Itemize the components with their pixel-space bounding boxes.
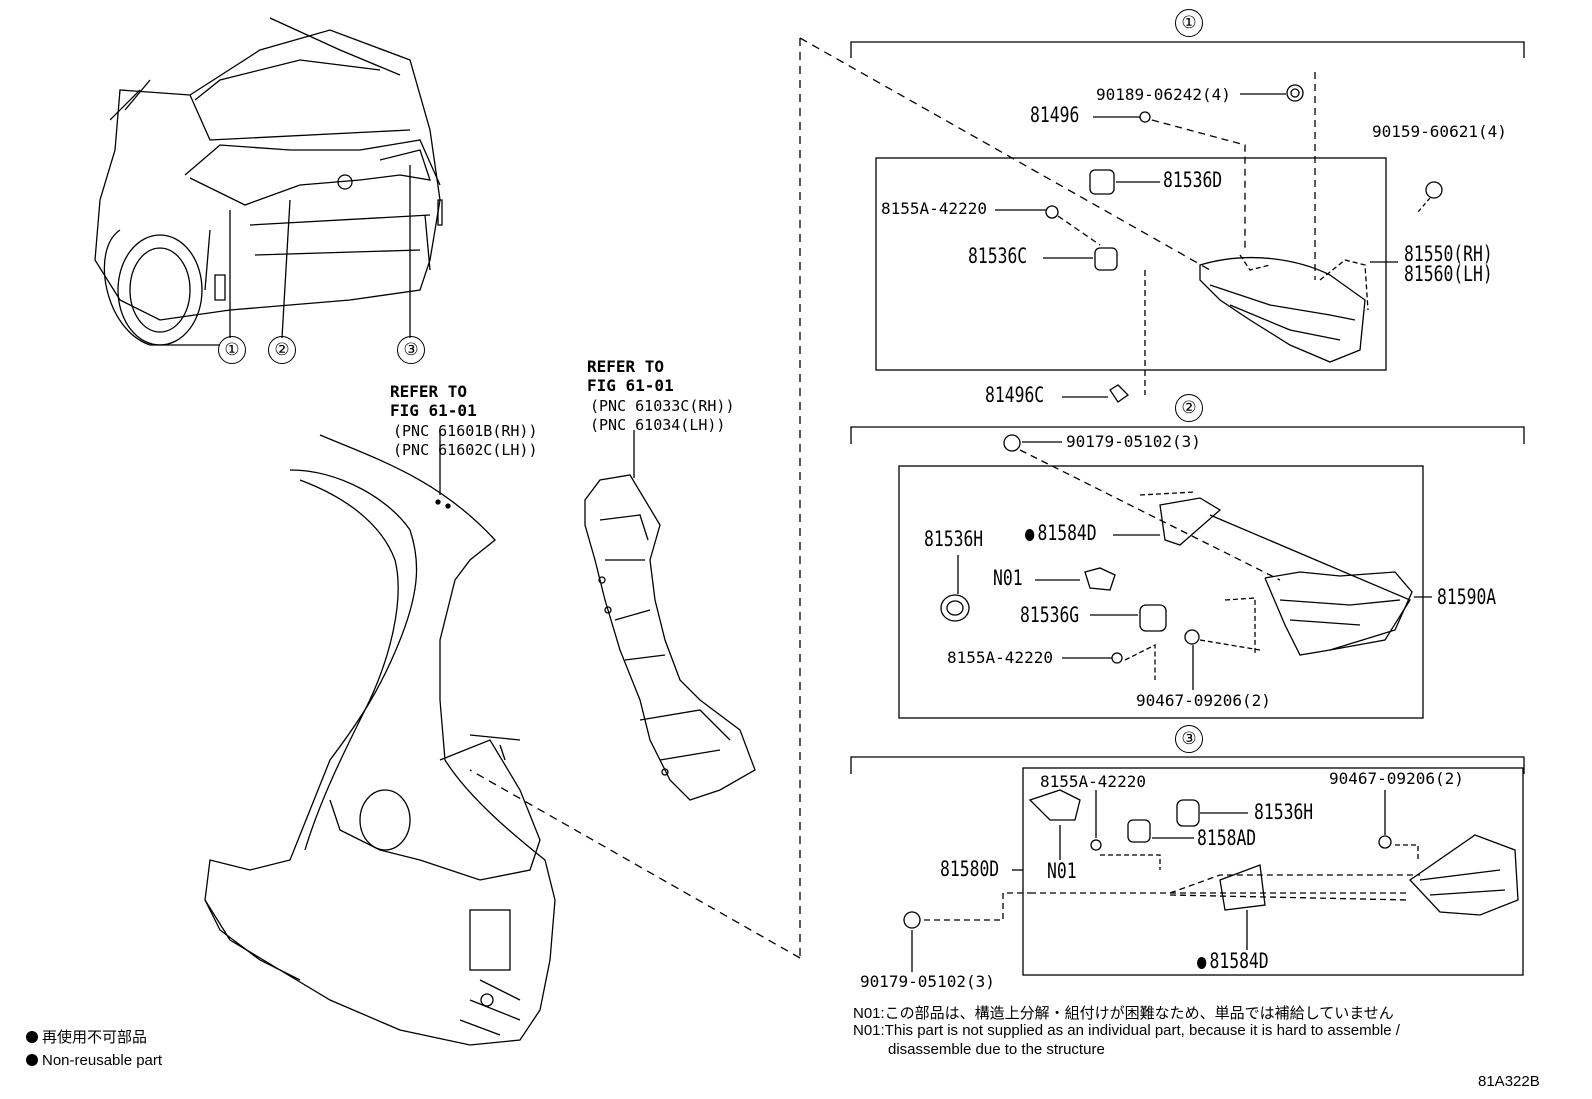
section-marker-1: ①	[1175, 9, 1203, 37]
part-81536C[interactable]: 81536C	[968, 244, 1028, 268]
part-N01-s2[interactable]: N01	[993, 566, 1023, 590]
part-90159-60621[interactable]: 90159-60621(4)	[1372, 122, 1507, 141]
part-8155A-42220-s3[interactable]: 8155A-42220	[1040, 772, 1146, 791]
vehicle-callout-2: ②	[268, 336, 296, 364]
reinforcement-illustration	[584, 430, 756, 801]
vehicle-rear-illustration	[94, 17, 443, 346]
refer-right-line2: FIG 61-01	[587, 376, 674, 395]
legend-dot	[26, 1054, 38, 1066]
part-8155A-42220-s1[interactable]: 8155A-42220	[881, 199, 987, 218]
refer-left-line4: (PNC 61602C(LH))	[393, 441, 538, 459]
part-81584D-s3-label: 81584D	[1209, 949, 1269, 973]
note-n01-en-1: N01:This part is not supplied as an indi…	[853, 1022, 1400, 1039]
part-90467-09206-s2[interactable]: 90467-09206(2)	[1136, 691, 1271, 710]
note-n01-jp: N01:この部品は、構造上分解・組付けが困難なため、単品では補給していません	[853, 1005, 1394, 1022]
refer-left-line2: FIG 61-01	[390, 401, 477, 420]
non-reusable-dot	[1197, 957, 1207, 969]
section-marker-3: ③	[1175, 725, 1203, 753]
part-81536H-s2[interactable]: 81536H	[924, 527, 984, 551]
quarter-panel-illustration	[204, 434, 556, 1046]
part-81536G[interactable]: 81536G	[1020, 603, 1080, 627]
refer-right-line4: (PNC 61034(LH))	[590, 416, 726, 434]
refer-right-line3: (PNC 61033C(RH))	[590, 397, 735, 415]
refer-left-line1: REFER TO	[390, 382, 468, 401]
part-90467-09206-s3[interactable]: 90467-09206(2)	[1329, 769, 1464, 788]
refer-left-line3: (PNC 61601B(RH))	[393, 422, 538, 440]
part-81590A[interactable]: 81590A	[1437, 585, 1497, 609]
legend-en: Non-reusable part	[26, 1052, 162, 1069]
part-90179-05102-s2[interactable]: 90179-05102(3)	[1066, 432, 1201, 451]
part-81580D[interactable]: 81580D	[940, 857, 1000, 881]
refer-right-line1: REFER TO	[587, 357, 665, 376]
vehicle-callout-3: ③	[397, 336, 425, 364]
part-8155A-42220-s2[interactable]: 8155A-42220	[947, 648, 1053, 667]
part-81496C[interactable]: 81496C	[985, 383, 1045, 407]
section1-parts	[995, 72, 1443, 403]
part-81584D-s3[interactable]: 81584D	[1197, 951, 1269, 972]
part-81496[interactable]: 81496	[1030, 103, 1080, 127]
legend-dot	[26, 1031, 38, 1043]
vehicle-callout-1: ①	[218, 336, 246, 364]
part-8158AD[interactable]: 8158AD	[1197, 826, 1257, 850]
note-n01-en-2: disassemble due to the structure	[888, 1041, 1105, 1058]
part-N01-s3[interactable]: N01	[1047, 859, 1077, 883]
part-81536D[interactable]: 81536D	[1163, 168, 1223, 192]
figure-code: 81A322B	[1478, 1073, 1540, 1090]
part-90179-05102-s3[interactable]: 90179-05102(3)	[860, 972, 995, 991]
legend-jp: 再使用不可部品	[26, 1026, 147, 1047]
part-81584D-s2-label: 81584D	[1037, 521, 1097, 545]
part-81560-lh[interactable]: 81560(LH)	[1404, 262, 1493, 286]
section-marker-2: ②	[1175, 394, 1203, 422]
part-81536H-s3[interactable]: 81536H	[1254, 800, 1314, 824]
legend-jp-text: 再使用不可部品	[42, 1029, 148, 1046]
section3-parts	[903, 789, 1519, 972]
part-81584D-s2[interactable]: 81584D	[1025, 523, 1097, 544]
part-90189-06242[interactable]: 90189-06242(4)	[1096, 85, 1231, 104]
part-81550-rh[interactable]: 81550(RH)	[1404, 242, 1493, 266]
section2-parts	[940, 434, 1432, 690]
non-reusable-dot	[1025, 529, 1035, 541]
legend-en-text: Non-reusable part	[42, 1052, 163, 1069]
